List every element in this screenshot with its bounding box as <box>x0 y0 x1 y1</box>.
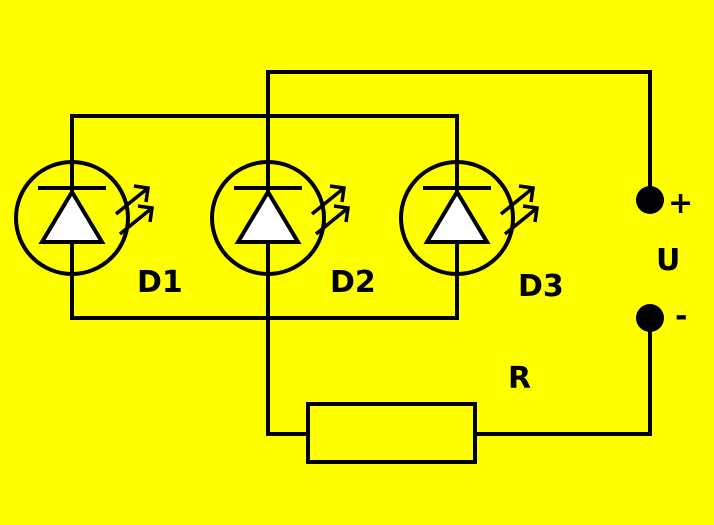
led-d1-body <box>14 160 130 276</box>
wires <box>70 70 652 436</box>
led-d3-triangle <box>423 188 491 244</box>
negative-terminal <box>636 304 664 332</box>
light-arrows-icon <box>499 184 539 236</box>
resistor-icon <box>306 402 477 464</box>
wire-from-negative-terminal <box>473 316 652 436</box>
label-d2: D2 <box>330 265 376 300</box>
led-d2-triangle <box>234 188 302 244</box>
led-d3 <box>399 160 539 276</box>
label-resistor: R <box>508 361 531 396</box>
led-d1 <box>14 160 154 276</box>
label-negative: - <box>675 299 687 334</box>
light-arrows-icon <box>114 184 154 236</box>
led-d2 <box>210 160 350 276</box>
led-d3-body <box>399 160 515 276</box>
led-d1-triangle <box>38 188 106 244</box>
positive-terminal <box>636 186 664 214</box>
label-source-voltage: U <box>656 243 680 278</box>
label-d3: D3 <box>518 269 564 304</box>
label-positive: + <box>668 186 693 221</box>
light-arrows-icon <box>310 184 350 236</box>
led-d2-body <box>210 160 326 276</box>
label-d1: D1 <box>137 265 183 300</box>
wire-to-positive-terminal <box>266 70 652 202</box>
